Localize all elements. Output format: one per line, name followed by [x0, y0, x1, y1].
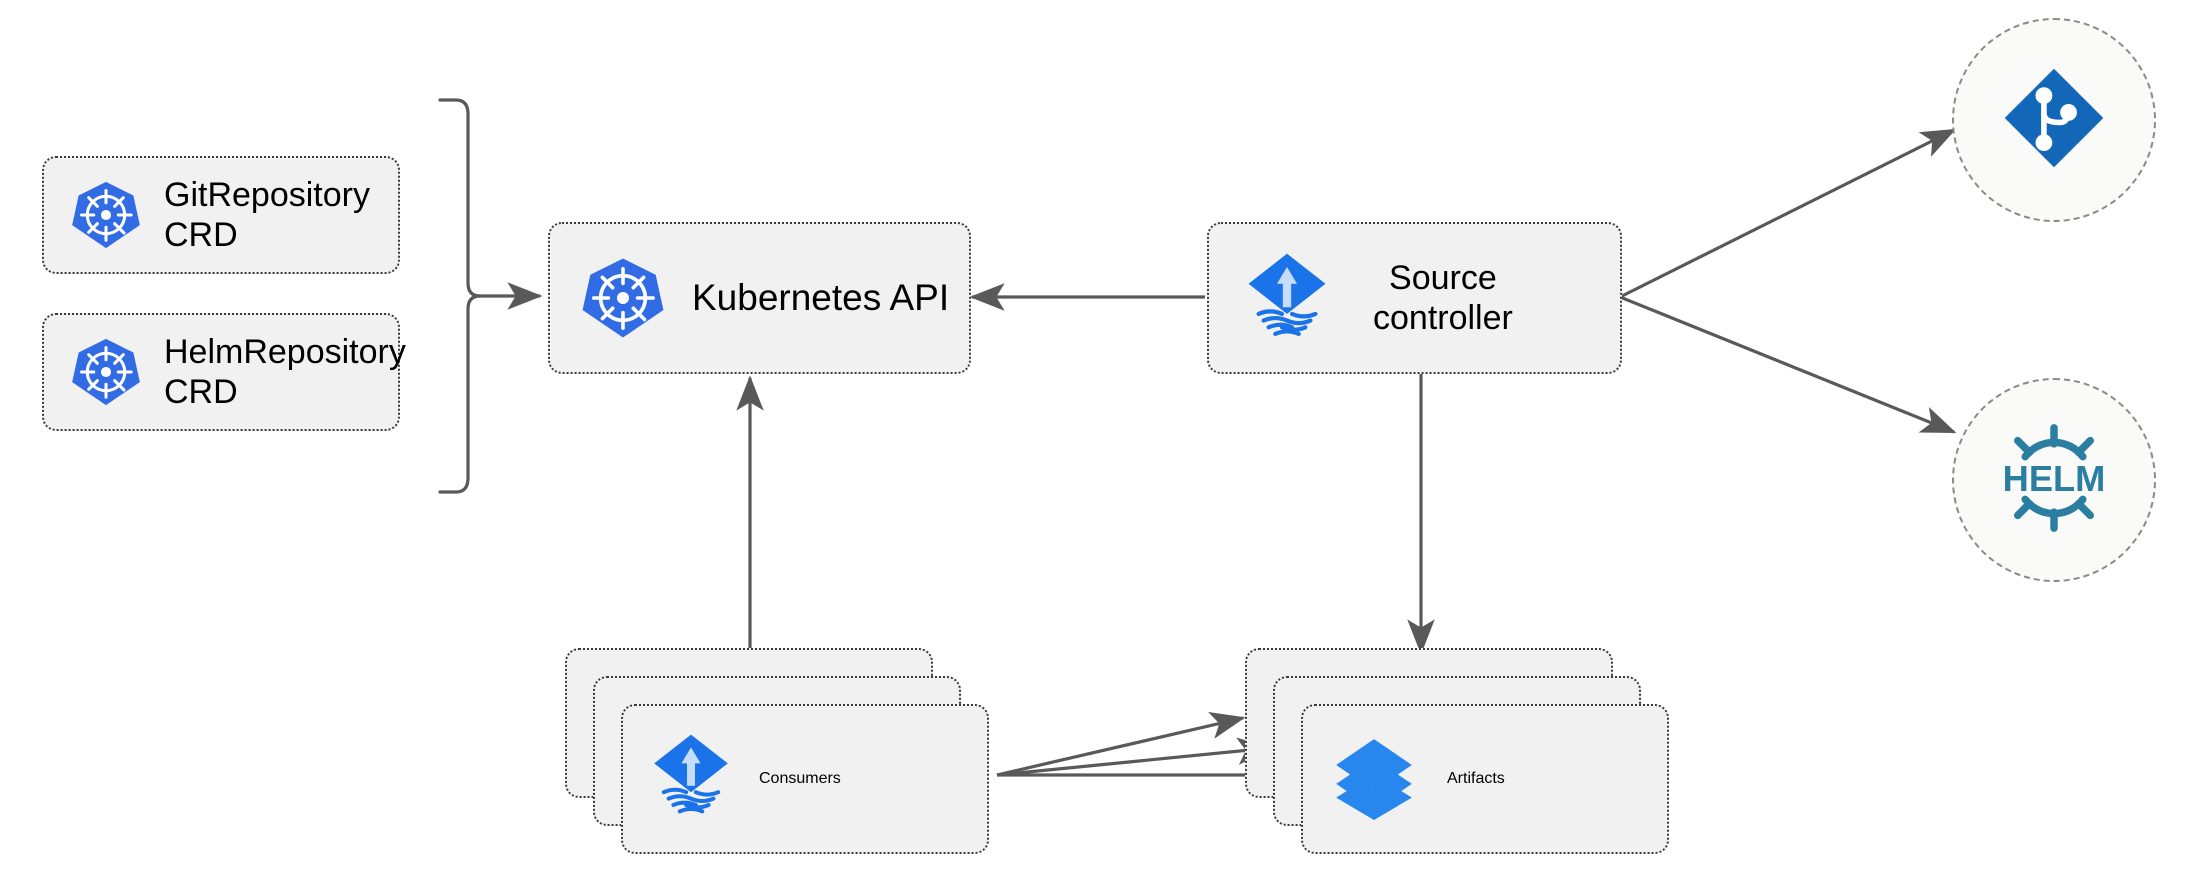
node-git-provider[interactable]: [1952, 18, 2156, 222]
git-icon: [1998, 62, 2110, 179]
node-label: Artifacts: [1447, 770, 1505, 787]
node-source-controller[interactable]: Source controller: [1207, 222, 1622, 374]
artifacts-sheet-front[interactable]: Artifacts: [1301, 704, 1669, 854]
node-helm-repository-crd[interactable]: HelmRepository CRD: [42, 313, 406, 431]
kubernetes-icon: [580, 255, 666, 341]
node-git-repository-crd[interactable]: GitRepository CRD: [42, 156, 400, 274]
edge-consumers-to-artifacts-2: [996, 737, 1273, 777]
edge-source-controller-to-git: [1619, 128, 1957, 299]
layers-icon: [1331, 734, 1417, 825]
node-label: Kubernetes API: [692, 277, 950, 319]
node-helm-provider[interactable]: HELM: [1952, 378, 2156, 582]
helm-icon: HELM: [1990, 414, 2118, 547]
kubernetes-icon: [70, 179, 142, 251]
node-label: HelmRepository CRD: [164, 332, 406, 411]
flux-source-controller-icon: [1245, 252, 1329, 344]
node-label: Source controller: [1373, 258, 1513, 337]
node-consumers[interactable]: Consumers: [565, 648, 1005, 863]
node-label: Consumers: [759, 770, 841, 787]
node-artifacts[interactable]: Artifacts: [1245, 648, 1685, 863]
flux-source-controller-icon: [651, 733, 731, 826]
helm-wordmark: HELM: [2003, 457, 2106, 498]
node-kubernetes-api[interactable]: Kubernetes API: [548, 222, 971, 374]
node-label: GitRepository CRD: [164, 175, 370, 254]
edge-source-controller-to-helm: [1619, 295, 1957, 434]
consumers-sheet-front[interactable]: Consumers: [621, 704, 989, 854]
crd-group-brace: [438, 98, 481, 494]
edge-consumers-to-artifacts-1: [996, 711, 1246, 777]
kubernetes-icon: [70, 336, 142, 408]
